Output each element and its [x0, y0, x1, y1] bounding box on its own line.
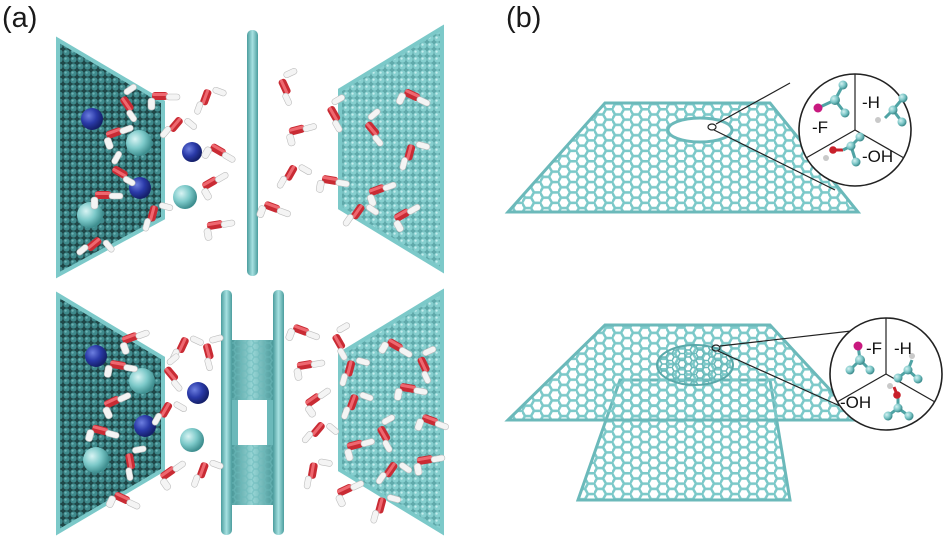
inset-top-label-f: -F [812, 118, 828, 137]
nanotube-membrane [221, 290, 284, 535]
inset-bottom-label-oh: -OH [840, 393, 871, 412]
panel-b-bottom-sheets: -F -H -OH [504, 317, 943, 502]
left-electrode-wall-top [56, 36, 165, 279]
graphene-sheet-with-pore [508, 103, 858, 212]
inset-top-label-h: -H [862, 93, 880, 112]
cation-spheres-top [81, 108, 202, 199]
nanopore-bottom [656, 344, 734, 386]
functional-group-inset-bottom: -F -H -OH [829, 317, 943, 431]
cation-spheres-bottom [85, 345, 209, 437]
panel-label-a: (a) [2, 2, 38, 34]
inset-top-label-oh: -OH [862, 147, 893, 166]
panel-a-bottom-channel [56, 288, 451, 536]
panel-b-top-sheet: -F -H -OH [504, 73, 912, 214]
inset-bottom-label-f: -F [866, 339, 882, 358]
anion-spheres-bottom [83, 368, 204, 473]
graphene-membrane-top [247, 30, 258, 276]
functional-group-inset-top: -F -H -OH [798, 73, 912, 187]
panel-label-b: (b) [506, 2, 542, 34]
inset-bottom-label-h: -H [894, 339, 912, 358]
panel-a-top-channel [56, 24, 444, 279]
